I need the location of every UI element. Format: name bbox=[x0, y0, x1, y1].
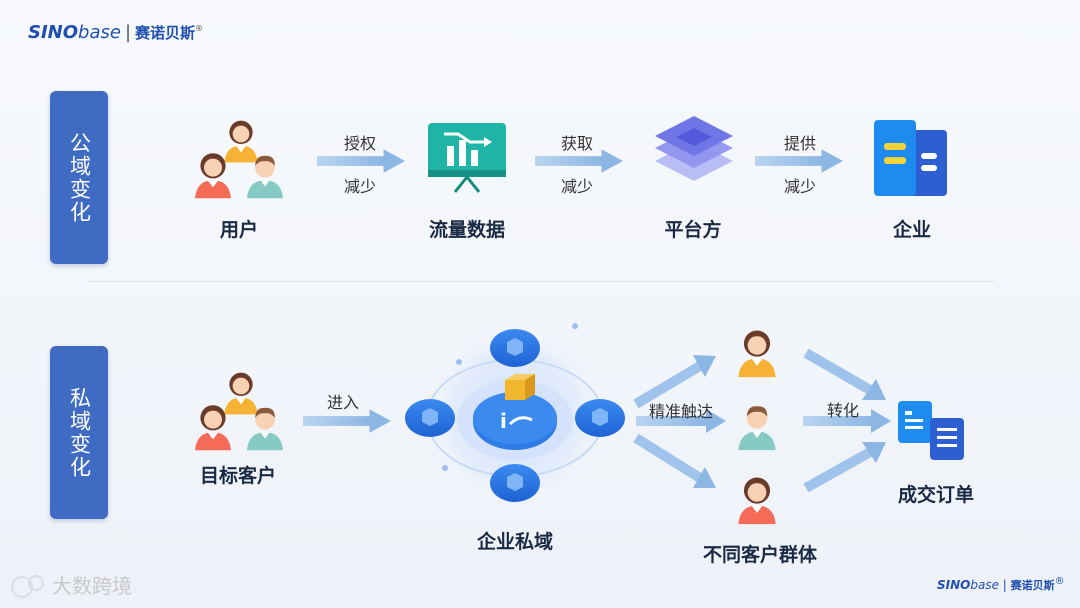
orders-documents-icon bbox=[898, 401, 964, 460]
brand-separator-bottom: | bbox=[1002, 578, 1007, 592]
node-label-users: 用户 bbox=[219, 219, 259, 241]
arrow-label-enter: 进入 bbox=[326, 393, 360, 412]
orbit-node-right bbox=[575, 399, 625, 437]
arrow-label-acquire: 获取 bbox=[560, 134, 594, 153]
enterprise-building-icon bbox=[874, 120, 947, 196]
orbit-node-bottom bbox=[490, 464, 540, 502]
node-label-traffic-data: 流量数据 bbox=[428, 219, 506, 241]
customer-group-3-icon bbox=[738, 477, 776, 525]
brand-name-cn-bottom: 赛诺贝斯 bbox=[1010, 579, 1055, 592]
arrow-label-convert: 转化 bbox=[826, 401, 860, 420]
brand-name-italic: base bbox=[78, 22, 121, 43]
node-label-customer-groups: 不同客户群体 bbox=[702, 544, 818, 566]
data-board-icon bbox=[428, 123, 506, 193]
section-divider bbox=[88, 281, 994, 282]
node-label-enterprise: 企业 bbox=[892, 219, 932, 241]
svg-text:i: i bbox=[500, 409, 507, 433]
watermark-text: 大数跨境 bbox=[52, 574, 132, 598]
brand-name-bold: SINO bbox=[28, 22, 79, 43]
brand-logo: SINObase|赛诺贝斯® bbox=[28, 22, 203, 43]
brand-name-cn: 赛诺贝斯 bbox=[135, 24, 196, 42]
node-label-platform: 平台方 bbox=[664, 219, 722, 241]
node-label-orders: 成交订单 bbox=[897, 484, 975, 506]
customer-group-2-icon bbox=[738, 406, 776, 451]
public-domain-tag: 公域变化 bbox=[50, 91, 108, 264]
private-domain-hub-icon: i bbox=[425, 323, 605, 506]
brand-reg-mark-bottom: ® bbox=[1054, 576, 1065, 587]
private-domain-tag: 私域变化 bbox=[50, 346, 108, 519]
arrow-label-decrease-1: 减少 bbox=[343, 177, 377, 196]
brand-logo-bottom: SINObase | 赛诺贝斯® bbox=[937, 576, 1065, 593]
node-label-private-domain: 企业私域 bbox=[476, 531, 554, 553]
users-group-icon bbox=[195, 120, 283, 199]
layers-platform-icon bbox=[655, 116, 733, 181]
brand-reg-mark: ® bbox=[195, 24, 204, 33]
convert-arrows bbox=[803, 348, 891, 493]
watermark-logo-icon bbox=[11, 575, 44, 598]
orbit-node-left bbox=[405, 399, 455, 437]
orbit-node-top bbox=[490, 329, 540, 367]
arrow-label-provide: 提供 bbox=[783, 134, 817, 153]
node-label-target-customers: 目标客户 bbox=[199, 465, 277, 487]
arrow-label-decrease-3: 减少 bbox=[783, 177, 817, 196]
reach-arrows bbox=[633, 355, 726, 488]
arrow-label-precise-reach: 精准触达 bbox=[648, 402, 714, 421]
brand-name-bold-bottom: SINO bbox=[937, 578, 971, 592]
arrow-label-decrease-2: 减少 bbox=[560, 177, 594, 196]
brand-separator: | bbox=[124, 22, 132, 43]
brand-name-italic-bottom: base bbox=[970, 578, 999, 592]
customer-group-1-icon bbox=[738, 330, 776, 378]
target-customers-icon bbox=[195, 372, 283, 451]
arrow-label-authorize: 授权 bbox=[343, 134, 377, 153]
